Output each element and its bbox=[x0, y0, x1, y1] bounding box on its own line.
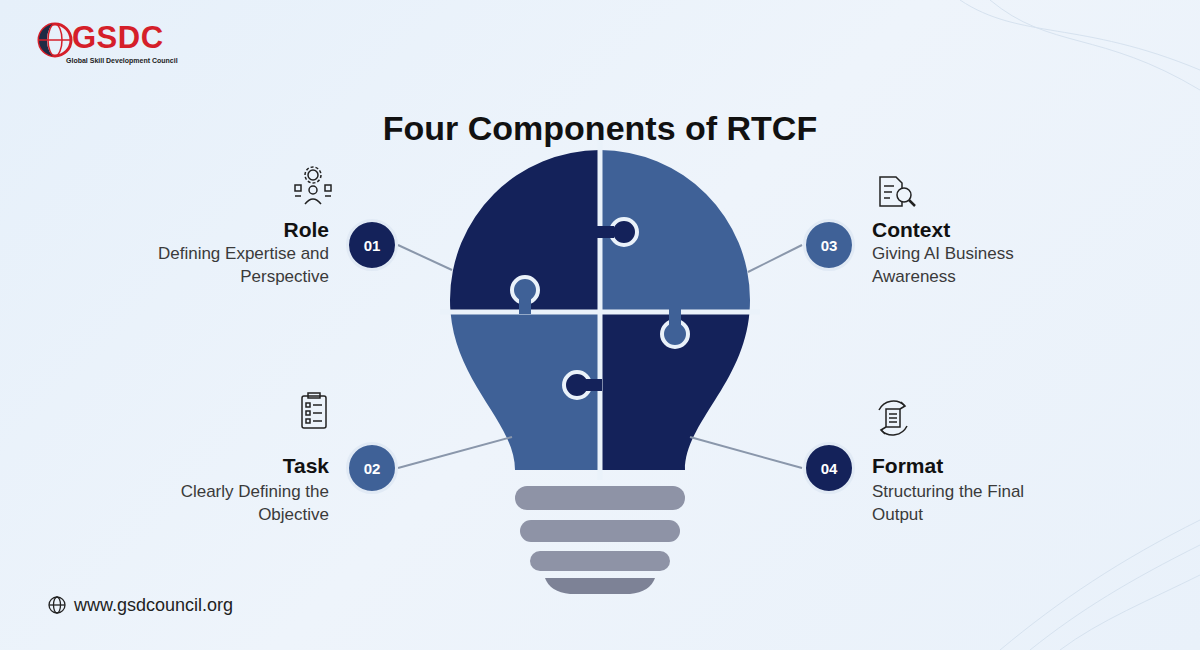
website-url: www.gsdcouncil.org bbox=[74, 594, 233, 616]
component-heading: Context bbox=[872, 218, 950, 242]
clipboard bbox=[302, 396, 326, 428]
text-line bbox=[884, 185, 894, 187]
gear-symbol bbox=[308, 170, 318, 180]
background-waves bbox=[960, 0, 1200, 650]
magnifier-handle bbox=[909, 200, 915, 206]
callout-number: 02 bbox=[349, 445, 395, 491]
component-heading: Role bbox=[283, 218, 329, 242]
leader-line bbox=[690, 437, 802, 468]
clipboard-clip bbox=[308, 393, 320, 398]
number-circle: ContextGiving AI Business Awareness03 bbox=[803, 219, 855, 271]
lightbulb bbox=[440, 140, 760, 594]
logo-globe bbox=[39, 24, 71, 56]
list-line bbox=[313, 420, 322, 422]
list-line bbox=[313, 404, 322, 406]
logo-wordmark: GSDC bbox=[72, 20, 164, 56]
leader-line bbox=[398, 437, 512, 468]
puzzle-knob-neck bbox=[596, 226, 614, 238]
puzzle-piece bbox=[450, 312, 600, 470]
puzzle-knob bbox=[611, 219, 637, 245]
number-circle: TaskClearly Defining the Objective02 bbox=[346, 442, 398, 494]
bulb-base-cap bbox=[545, 578, 655, 594]
check-box bbox=[306, 403, 310, 407]
callout-number: 03 bbox=[806, 222, 852, 268]
check-box bbox=[306, 419, 310, 423]
diagram-title: Four Components of RTCF bbox=[0, 106, 1200, 150]
globe-symbol bbox=[49, 597, 65, 613]
puzzle-seam bbox=[440, 310, 760, 315]
list-line bbox=[325, 195, 331, 197]
puzzle-knob-neck bbox=[584, 379, 602, 391]
list-line bbox=[295, 195, 301, 197]
bulb-base-ring bbox=[515, 486, 685, 510]
globe-equator bbox=[39, 39, 71, 41]
document bbox=[886, 409, 900, 427]
web-icon bbox=[49, 597, 65, 613]
number-circle: FormatStructuring the Final Output04 bbox=[803, 442, 855, 494]
leader-line bbox=[398, 245, 452, 270]
task-icon bbox=[302, 393, 326, 428]
wave-line bbox=[1000, 520, 1200, 650]
component-heading: Format bbox=[872, 454, 943, 478]
person-head bbox=[309, 186, 317, 194]
leader-lines bbox=[398, 245, 802, 468]
person-body bbox=[305, 199, 321, 204]
puzzle-knob-neck bbox=[519, 296, 531, 314]
gear-teeth bbox=[305, 167, 321, 183]
format-icon bbox=[879, 401, 907, 435]
component-description: Structuring the Final Output bbox=[872, 480, 1072, 526]
globe-ring bbox=[39, 24, 71, 56]
puzzle-piece bbox=[600, 150, 750, 312]
wave-line bbox=[1030, 545, 1200, 650]
leader-line bbox=[748, 245, 802, 272]
list-line bbox=[313, 412, 322, 414]
wave-line bbox=[990, 0, 1200, 90]
component-description: Defining Expertise and Perspective bbox=[124, 242, 329, 288]
puzzle-knob-neck bbox=[669, 308, 681, 326]
logo-subtitle: Global Skill Development Council bbox=[66, 56, 178, 65]
puzzle-piece bbox=[450, 150, 600, 312]
component-description: Clearly Defining the Objective bbox=[124, 480, 329, 526]
arrow-head bbox=[881, 427, 886, 434]
component-description: Giving AI Business Awareness bbox=[872, 242, 1072, 288]
globe-equator bbox=[49, 604, 65, 605]
text-line bbox=[884, 191, 892, 193]
component-heading: Task bbox=[283, 454, 329, 478]
puzzle-piece bbox=[600, 312, 750, 470]
magnifier bbox=[897, 188, 911, 202]
text-line bbox=[889, 421, 897, 423]
role-icon bbox=[295, 167, 331, 204]
text-line bbox=[889, 413, 897, 415]
text-line bbox=[889, 417, 897, 419]
check-box bbox=[306, 411, 310, 415]
number-circle: RoleDefining Expertise and Perspective01 bbox=[346, 219, 398, 271]
bulb-base-ring bbox=[520, 520, 680, 542]
wave-line bbox=[960, 0, 1200, 70]
text-line bbox=[884, 197, 890, 199]
callout-number: 04 bbox=[806, 445, 852, 491]
check-box bbox=[325, 185, 331, 191]
bulb-base-ring bbox=[530, 551, 670, 571]
check-box bbox=[295, 185, 301, 191]
callout-number: 01 bbox=[349, 222, 395, 268]
arrow-head bbox=[900, 402, 905, 409]
wave-line bbox=[1060, 575, 1200, 650]
context-icon bbox=[880, 177, 915, 206]
